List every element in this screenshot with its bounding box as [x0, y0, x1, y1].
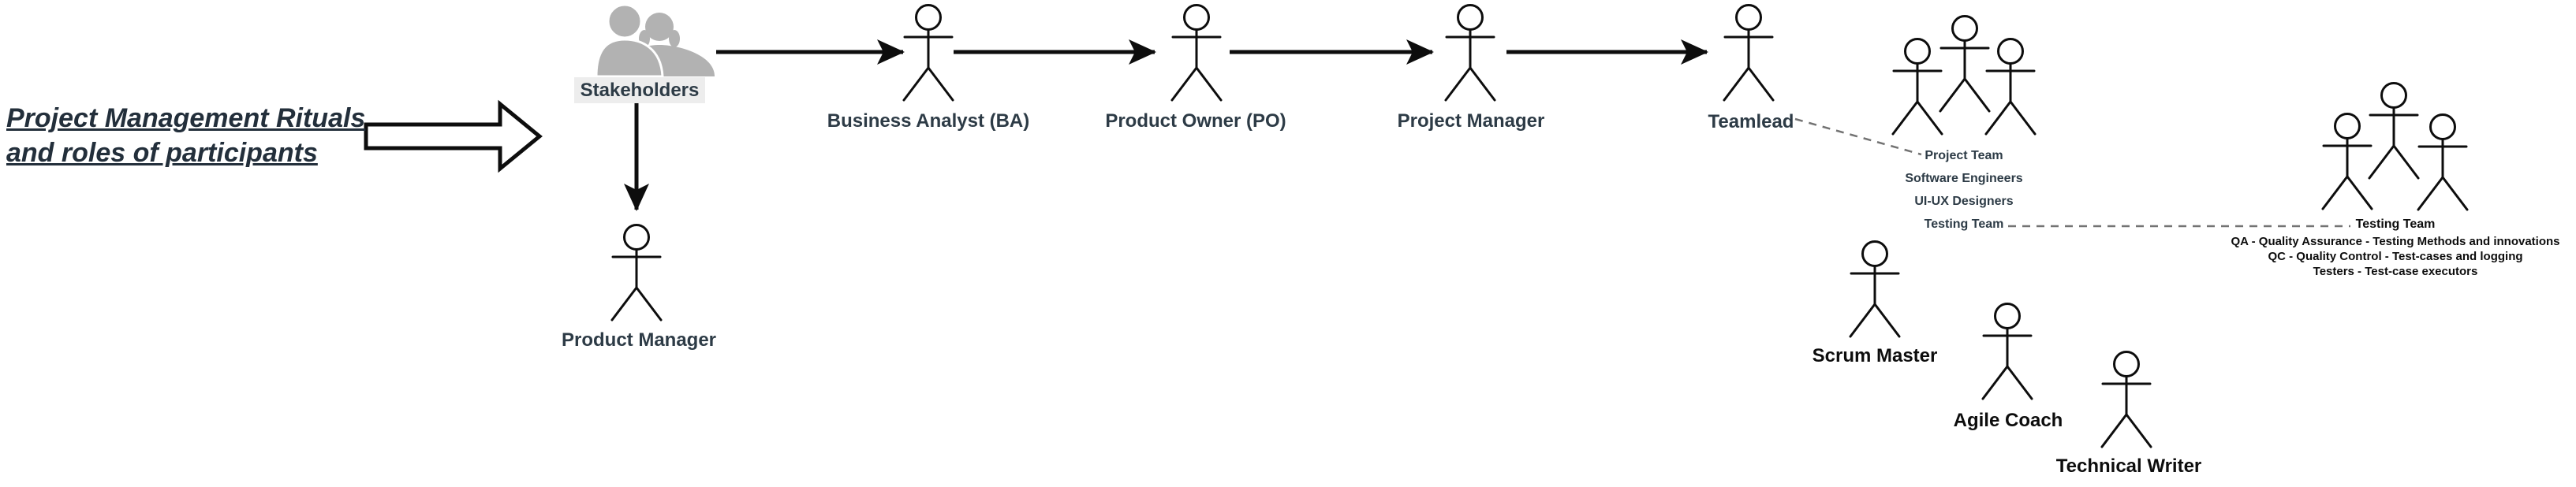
product-manager-role-label: Product Manager	[561, 329, 717, 351]
stakeholders-label: Stakeholders	[574, 77, 705, 103]
scrum-master-label: Scrum Master	[1812, 345, 1938, 366]
diagram-title-line2: and roles of participants	[6, 138, 318, 168]
actor-business-analyst	[902, 4, 954, 102]
testing-team-desc-line: Testers - Test-case executors	[2313, 265, 2478, 278]
actor-scrum-master	[1849, 240, 1901, 338]
project-team-group-icon	[1891, 15, 2037, 136]
stakeholders-group-icon	[595, 3, 715, 78]
diagram-title-line1: Project Management Rituals	[6, 103, 366, 133]
diagram-title: Project Management Rituals and roles of …	[6, 101, 365, 170]
testing-team-desc-line: QC - Quality Control - Test-cases and lo…	[2268, 250, 2523, 263]
project-team-list: Project Team Software Engineers UI-UX De…	[1905, 144, 2022, 236]
product-owner-label: Product Owner (PO)	[1105, 110, 1286, 132]
actor-agile-coach	[1981, 303, 2033, 400]
actor-technical-writer	[2100, 351, 2152, 448]
actor-project-manager	[1444, 4, 1496, 102]
actor-product-owner	[1170, 4, 1223, 102]
testing-team-description: QA - Quality Assurance - Testing Methods…	[2231, 234, 2560, 279]
agile-coach-label: Agile Coach	[1953, 410, 2063, 431]
business-analyst-label: Business Analyst (BA)	[827, 110, 1030, 132]
title-block-arrow	[364, 99, 543, 173]
testing-team-title: Testing Team	[2355, 217, 2436, 231]
testing-team-desc-line: QA - Quality Assurance - Testing Methods…	[2231, 235, 2560, 248]
technical-writer-label: Technical Writer	[2055, 455, 2202, 477]
project-team-list-line: Project Team	[1925, 149, 2003, 162]
project-manager-label: Project Manager	[1397, 110, 1545, 132]
project-team-list-line: UI-UX Designers	[1914, 195, 2014, 208]
project-team-list-line: Software Engineers	[1905, 172, 2023, 185]
project-team-list-line: Testing Team	[1924, 217, 2004, 231]
teamlead-label: Teamlead	[1708, 111, 1794, 132]
testing-team-group-icon	[2321, 82, 2469, 211]
dashed-teamlead-to-project-team	[1794, 117, 1922, 156]
actor-teamlead	[1723, 4, 1775, 102]
actor-product-manager	[610, 224, 663, 322]
